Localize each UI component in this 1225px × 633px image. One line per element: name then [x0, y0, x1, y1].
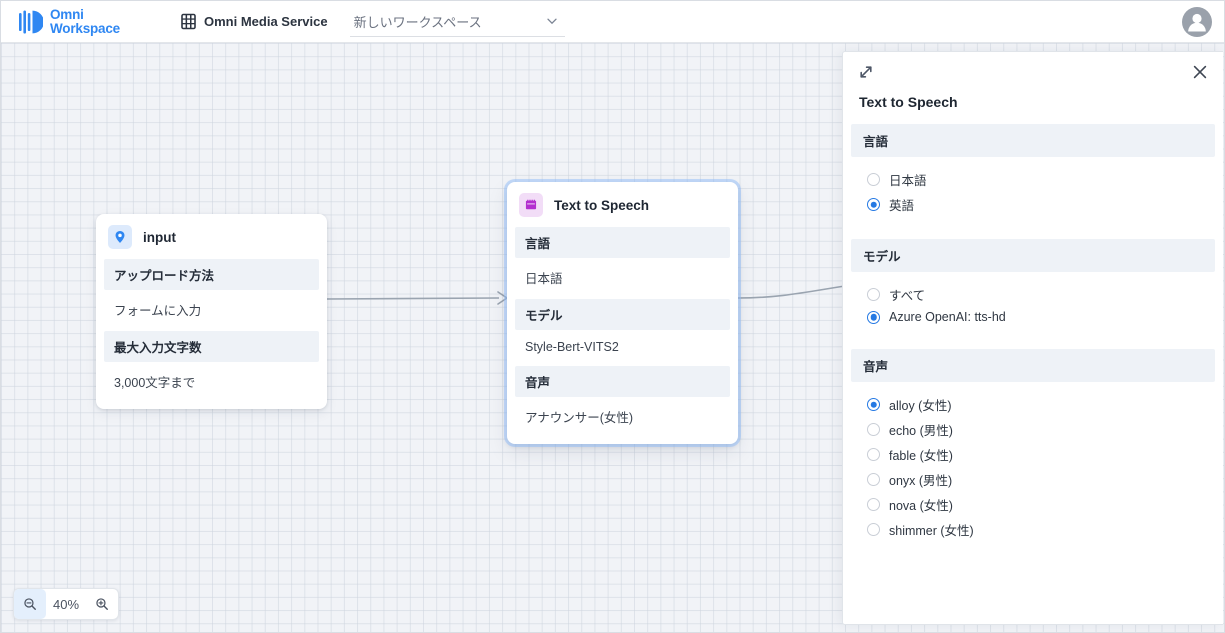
workspace-select[interactable]: 新しいワークスペース [349, 7, 565, 37]
panel-section-heading-voice: 音声 [851, 349, 1215, 382]
radio-label: nova (女性) [889, 499, 953, 513]
node-tts-field-value-1: Style-Bert-VITS2 [525, 340, 619, 354]
expand-diagonal-icon[interactable] [857, 63, 875, 81]
radio-label: echo (男性) [889, 424, 953, 438]
radio-option-voice-1[interactable]: echo (男性) [843, 417, 1223, 442]
radio-label: fable (女性) [889, 449, 953, 463]
radio-icon [867, 498, 880, 511]
radio-option-voice-4[interactable]: nova (女性) [843, 492, 1223, 517]
node-tts-field-label-1: モデル [515, 299, 730, 330]
radio-option-voice-3[interactable]: onyx (男性) [843, 467, 1223, 492]
panel-toolbar [843, 52, 1223, 94]
radio-group-model: すべて Azure OpenAI: tts-hd [843, 282, 1223, 331]
radio-icon-selected [867, 310, 880, 324]
radio-option-voice-5[interactable]: shimmer (女性) [843, 517, 1223, 542]
service-name-label: Omni Media Service [204, 14, 328, 29]
radio-label: Azure OpenAI: tts-hd [889, 310, 1006, 324]
radio-icon [867, 523, 880, 536]
panel-section-heading-language: 言語 [851, 124, 1215, 157]
node-tts-field-label-2: 音声 [515, 366, 730, 397]
radio-icon [867, 173, 880, 186]
zoom-control: 40% [13, 588, 119, 620]
node-input-title: input [143, 229, 176, 245]
speech-module-icon [519, 193, 543, 217]
node-tts-body: 言語 日本語 モデル Style-Bert-VITS2 音声 アナウンサー(女性… [507, 227, 738, 444]
panel-title: Text to Speech [859, 94, 958, 110]
radio-label: すべて [889, 289, 926, 303]
map-pin-icon [108, 225, 132, 249]
node-tts-title: Text to Speech [554, 197, 650, 213]
radio-label: onyx (男性) [889, 474, 953, 488]
radio-icon-selected [867, 198, 880, 211]
top-bar: Omni Workspace Omni Media Service 新しいワーク… [1, 1, 1224, 43]
film-strip-icon [181, 13, 196, 30]
radio-option-voice-2[interactable]: fable (女性) [843, 442, 1223, 467]
node-tts-field-label-0: 言語 [515, 227, 730, 258]
logo-line-2: Workspace [50, 20, 120, 36]
panel-section-heading-model: モデル [851, 239, 1215, 272]
zoom-out-button[interactable] [14, 589, 46, 619]
node-input-field-label-0: アップロード方法 [104, 259, 319, 290]
node-tts-field-value-0: 日本語 [525, 272, 563, 286]
radio-label: 英語 [889, 199, 915, 213]
service-selector[interactable]: Omni Media Service [180, 13, 328, 30]
node-input-field-value-1: 3,000文字まで [114, 376, 196, 390]
zoom-out-icon [24, 598, 36, 610]
zoom-in-button[interactable] [86, 589, 118, 619]
app-logo[interactable]: Omni Workspace [17, 6, 120, 36]
node-tts-header: Text to Speech [507, 182, 738, 227]
speech-module-glyph [525, 199, 537, 210]
workspace-select-value: 新しいワークスペース [353, 14, 482, 30]
user-icon [1188, 13, 1206, 31]
node-tts-field-value-2: アナウンサー(女性) [525, 411, 634, 425]
radio-option-model-1[interactable]: Azure OpenAI: tts-hd [843, 307, 1223, 327]
radio-label: alloy (女性) [889, 399, 952, 413]
node-input-header: input [96, 214, 327, 259]
zoom-level-label: 40% [52, 596, 80, 612]
radio-option-language-0[interactable]: 日本語 [843, 167, 1223, 192]
radio-group-language: 日本語 英語 [843, 167, 1223, 221]
settings-panel: Text to Speech 言語 日本語 英語 モデル すべて Azure O… [842, 51, 1223, 625]
radio-icon [867, 288, 880, 301]
map-pin-glyph [115, 231, 125, 243]
radio-option-model-0[interactable]: すべて [843, 282, 1223, 307]
radio-icon [867, 473, 880, 486]
radio-option-language-1[interactable]: 英語 [843, 192, 1223, 217]
node-input[interactable]: input アップロード方法 フォームに入力 最大入力文字数 3,000文字まで [96, 214, 327, 409]
radio-icon-selected [867, 398, 880, 411]
radio-label: shimmer (女性) [889, 524, 974, 538]
logo-line-1: Omni [50, 6, 84, 22]
zoom-in-icon [96, 598, 108, 610]
close-icon[interactable] [1191, 63, 1209, 81]
radio-option-voice-0[interactable]: alloy (女性) [843, 392, 1223, 417]
logo-wordmark: Omni Workspace [50, 6, 120, 36]
node-text-to-speech[interactable]: Text to Speech 言語 日本語 モデル Style-Bert-VIT… [507, 182, 738, 444]
radio-group-voice: alloy (女性) echo (男性) fable (女性) onyx (男性… [843, 392, 1223, 546]
omni-workspace-logo-icon [19, 10, 43, 33]
node-input-field-label-1: 最大入力文字数 [104, 331, 319, 362]
chevron-down-icon [546, 18, 557, 25]
radio-icon [867, 423, 880, 436]
node-input-body: アップロード方法 フォームに入力 最大入力文字数 3,000文字まで [96, 259, 327, 409]
avatar[interactable] [1182, 6, 1212, 37]
radio-icon [867, 448, 880, 461]
node-input-field-value-0: フォームに入力 [114, 304, 202, 318]
radio-label: 日本語 [889, 174, 927, 188]
